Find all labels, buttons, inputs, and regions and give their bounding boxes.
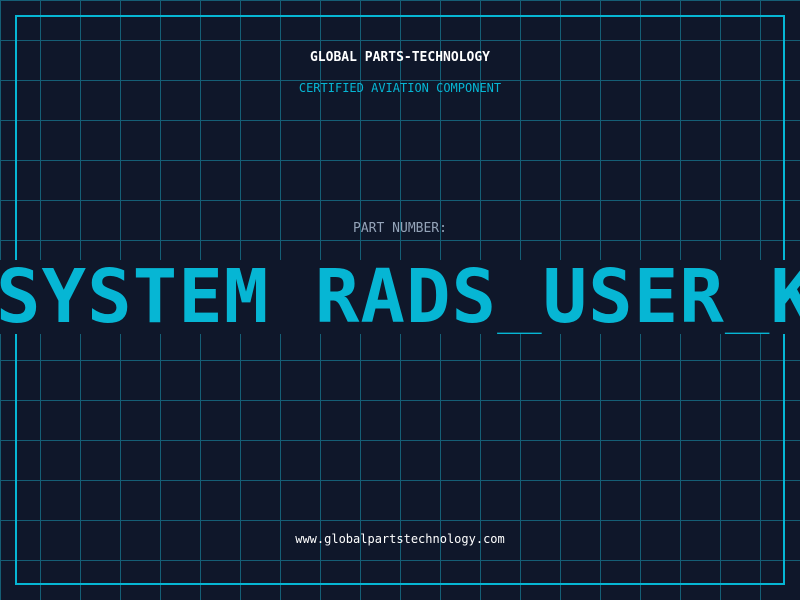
website-url: www.globalpartstechnology.com <box>295 532 505 546</box>
company-name: GLOBAL PARTS-TECHNOLOGY <box>309 50 490 65</box>
part-number-value: SYSTEM RADS_USER_K <box>0 260 800 334</box>
certification-subtitle: CERTIFIED AVIATION COMPONENT <box>298 81 502 95</box>
part-number-label: PART NUMBER: <box>353 221 447 236</box>
part-number-band: SYSTEM RADS_USER_K <box>0 260 800 334</box>
